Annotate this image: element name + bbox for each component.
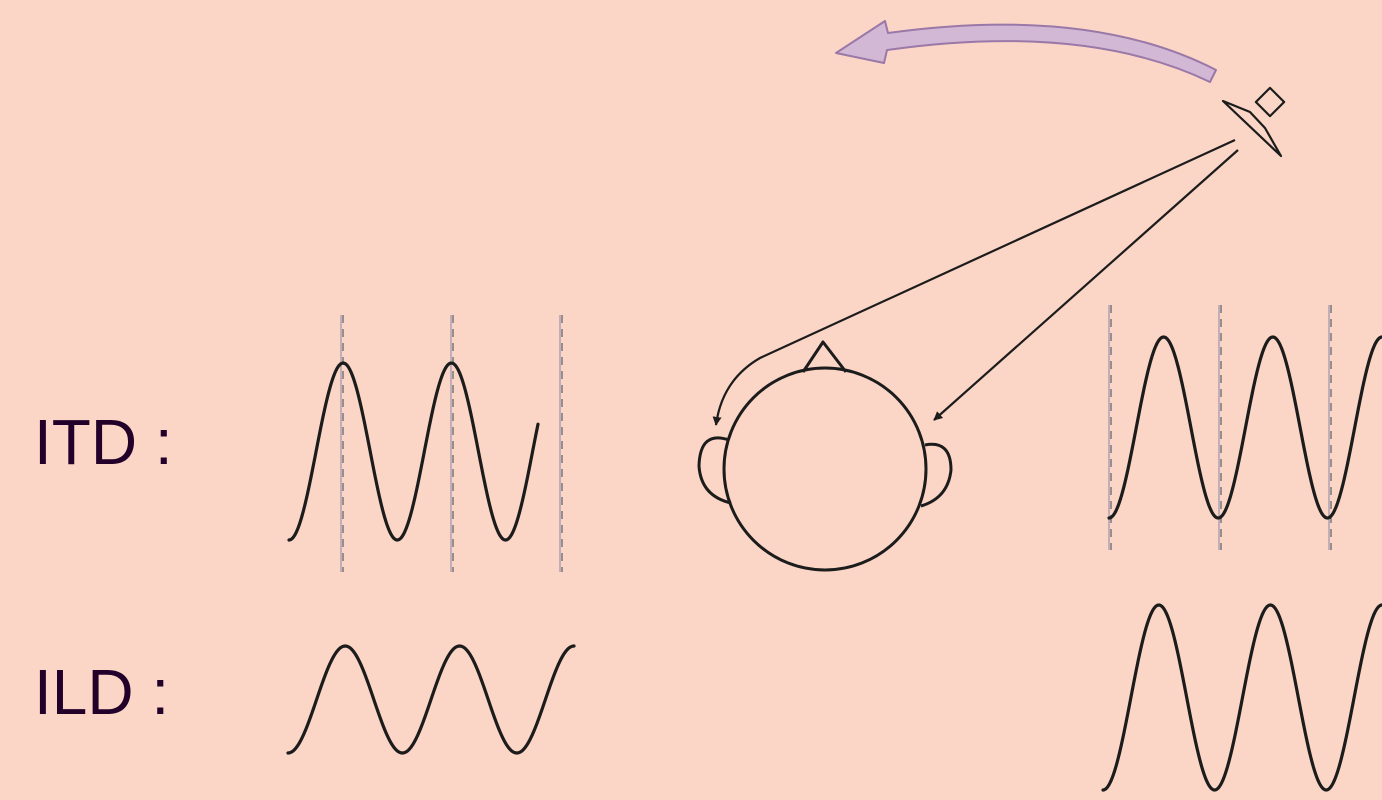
ild-label: ILD :: [34, 656, 170, 728]
sound-path-to-right-ear: [933, 149, 1239, 421]
right-ear: [920, 442, 953, 508]
loudspeaker-icon: [1221, 86, 1286, 158]
head-icon: [697, 340, 953, 572]
sound-path-to-left-ear: [712, 139, 1236, 426]
ild-right-ear-waveform: [1101, 603, 1382, 792]
itd-label: ITD :: [34, 406, 173, 478]
left-ear: [697, 436, 732, 505]
ild-left-ear-waveform: [286, 644, 576, 755]
itd-right-ear-waveform: [1107, 335, 1382, 520]
curved-arrow-icon: [835, 20, 1217, 83]
itd-left-ear-waveform: [287, 361, 540, 542]
